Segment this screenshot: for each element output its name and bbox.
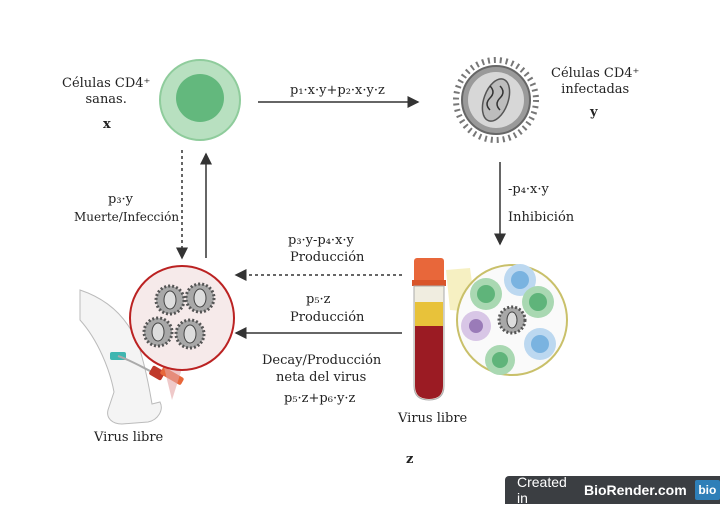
virus-right-label: Virus libre (398, 411, 468, 426)
decay-line1: Decay/Producción (262, 353, 382, 368)
decay-formula: p₅·z+p₆·y·z (284, 391, 356, 406)
left-arrow-formula: p₃·y (108, 192, 134, 207)
badge-brand-text: BioRender.com (583, 482, 687, 498)
virus-left-label: Virus libre (94, 430, 164, 445)
infected-cell-icon (453, 57, 539, 143)
biorender-badge[interactable]: Created in BioRender.com bio (505, 474, 720, 506)
healthy-cell-icon (159, 59, 241, 141)
mid-dashed-label: Producción (290, 250, 365, 265)
infected-var: y (590, 105, 598, 120)
infected-cell-label: Células CD4⁺ infectadas (551, 66, 640, 97)
top-arrow-formula: p₁·x·y+p₂·x·y·z (290, 83, 385, 98)
badge-created-text: Created in (517, 474, 567, 506)
decay-line2: neta del virus (276, 370, 367, 385)
virus-right-var: z (406, 452, 414, 467)
right-arrow-formula: -p₄·x·y (508, 182, 549, 197)
right-arrow-label: Inhibición (508, 210, 575, 225)
mid-solid-formula: p₅·z (306, 292, 331, 307)
left-arrow-label: Muerte/Infección (74, 210, 180, 224)
blood-tube-icon (412, 258, 476, 401)
virus-magnifier-left-icon (129, 265, 235, 371)
blood-cells-magnifier-icon (456, 264, 568, 376)
healthy-var: x (103, 117, 111, 132)
mid-solid-label: Producción (290, 310, 365, 325)
healthy-cell-label: Células CD4⁺ sanas. (62, 76, 151, 107)
biorender-logo-icon: bio (694, 480, 720, 500)
mid-dashed-formula: p₃·y-p₄·x·y (288, 233, 354, 248)
